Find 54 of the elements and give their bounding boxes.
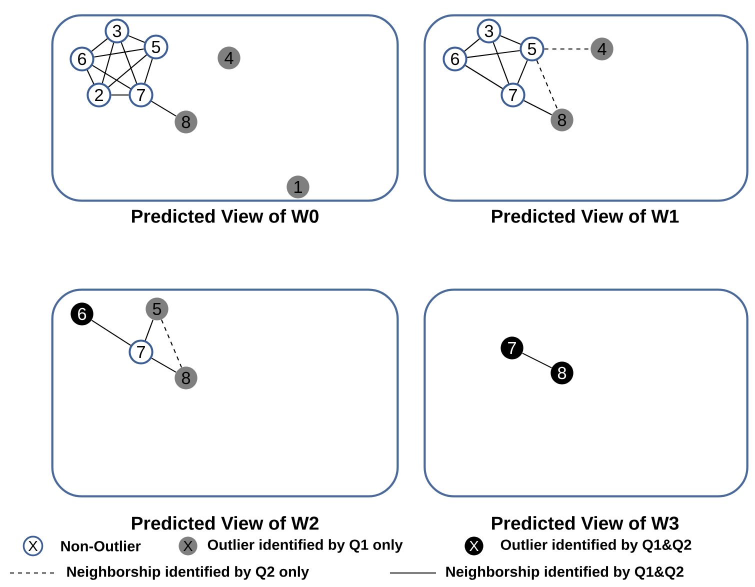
non-outlier-node: 7 xyxy=(128,82,154,108)
dashed-edge xyxy=(536,60,558,110)
non-outlier-node: 2 xyxy=(86,82,112,108)
non-outlier-node: 5 xyxy=(520,36,544,62)
edge-line xyxy=(464,38,480,52)
legend-text: Neighborship identified by Q1&Q2 xyxy=(446,566,684,580)
edge-line xyxy=(151,358,176,373)
edge-line xyxy=(522,352,552,368)
edge-line xyxy=(492,42,510,84)
legend-text: Outlier identified by Q1&Q2 xyxy=(500,539,692,553)
non-outlier-node: 3 xyxy=(476,18,502,44)
dashed-edge xyxy=(161,320,182,368)
outlier-node: 8 xyxy=(174,366,198,390)
edge-line xyxy=(151,100,176,116)
dashed-edge xyxy=(544,48,590,50)
edge-line xyxy=(144,320,154,341)
non-outlier-node: 3 xyxy=(104,18,130,44)
non-outlier-node: 5 xyxy=(144,34,168,60)
edge-line xyxy=(94,48,144,58)
outlier-node: 8 xyxy=(174,110,198,134)
edge-line xyxy=(500,35,521,45)
non-outlier-node: 7 xyxy=(128,340,154,364)
outlier-node: 5 xyxy=(146,298,168,320)
edge-line xyxy=(108,54,147,88)
non-outlier-node: 6 xyxy=(442,46,468,72)
edge-line xyxy=(102,42,114,84)
edge-line xyxy=(144,58,153,84)
edge-line xyxy=(111,94,129,96)
edge-line xyxy=(91,320,131,346)
panel-title: Predicted View of W1 xyxy=(492,209,679,223)
outlier-node: 4 xyxy=(590,38,614,60)
legend-text: Non-Outlier xyxy=(61,540,141,552)
edge-line xyxy=(517,60,528,84)
edge-line xyxy=(91,38,108,52)
legend-text: Neighborship identified by Q2 only xyxy=(67,566,310,580)
edge-line xyxy=(465,65,503,89)
edge-line xyxy=(92,64,131,90)
non-outlier-node: 7 xyxy=(500,82,526,108)
outlier-node: 1 xyxy=(286,176,310,198)
panel-title: Predicted View of W0 xyxy=(132,209,318,223)
edge-line xyxy=(467,50,520,58)
panel-title: Predicted View of W2 xyxy=(132,516,318,530)
edge-line xyxy=(524,100,552,116)
edge-line xyxy=(128,35,145,43)
edge-line xyxy=(86,70,94,84)
outlier-node: 4 xyxy=(218,46,240,70)
legend-text: Outlier identified by Q1 only xyxy=(208,539,403,553)
panel-title: Predicted View of W3 xyxy=(492,516,679,530)
edge-line xyxy=(120,42,138,84)
outlier-node: 7 xyxy=(500,336,524,360)
outlier-node: 8 xyxy=(550,108,574,132)
outlier-node: 8 xyxy=(550,362,574,384)
outlier-node: 6 xyxy=(70,302,94,326)
non-outlier-node: 6 xyxy=(70,46,94,72)
